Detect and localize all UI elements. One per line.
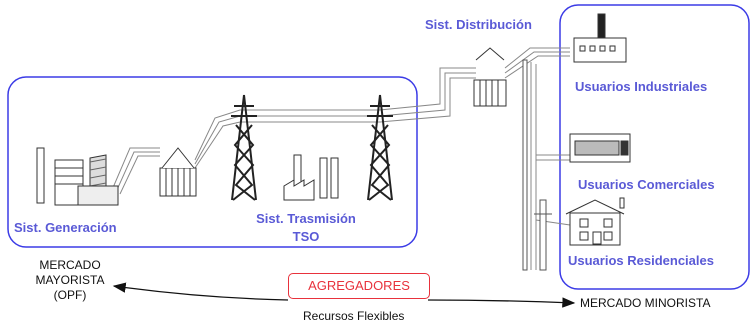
wholesale-market-line1: MERCADO: [39, 258, 101, 272]
step-up-transformer-icon: [159, 147, 197, 197]
arrow-to-mayorista: [112, 282, 289, 301]
industrial-user-icon: [573, 13, 627, 63]
commercial-users-label: Usuarios Comerciales: [578, 177, 715, 192]
transmission-tower-icon: [231, 94, 257, 201]
retail-region-box: [559, 4, 750, 290]
aggregators-box: AGREGADORES: [288, 273, 430, 299]
distribution-pole-icon: [522, 59, 552, 271]
arrow-to-minorista: [427, 297, 576, 308]
distribution-transformer-icon: [473, 47, 507, 107]
transmission-label-line2: TSO: [292, 229, 320, 244]
wholesale-market-line2: MAYORISTA: [35, 273, 105, 287]
wholesale-region-box: [7, 76, 418, 248]
transmission-label-line1: Sist. Trasmisión: [256, 211, 356, 226]
wholesale-market-line3: (OPF): [53, 288, 87, 302]
generation-label: Sist. Generación: [14, 220, 117, 235]
residential-users-label: Usuarios Residenciales: [568, 253, 714, 268]
wholesale-market-label: MERCADO MAYORISTA (OPF): [20, 258, 120, 303]
generation-plant-icon: [36, 147, 119, 206]
retail-market-label: MERCADO MINORISTA: [580, 296, 711, 310]
transmission-label: Sist. Trasmisión TSO: [246, 211, 366, 244]
distribution-label: Sist. Distribución: [425, 17, 532, 32]
flexible-resources-label: Recursos Flexibles: [303, 309, 405, 323]
residential-user-icon: [565, 197, 625, 246]
commercial-user-icon: [569, 133, 631, 163]
transmission-tower-icon: [367, 94, 393, 201]
industrial-users-label: Usuarios Industriales: [575, 79, 708, 94]
transmission-factory-icon: [283, 154, 339, 201]
market-arrows: [112, 282, 576, 308]
